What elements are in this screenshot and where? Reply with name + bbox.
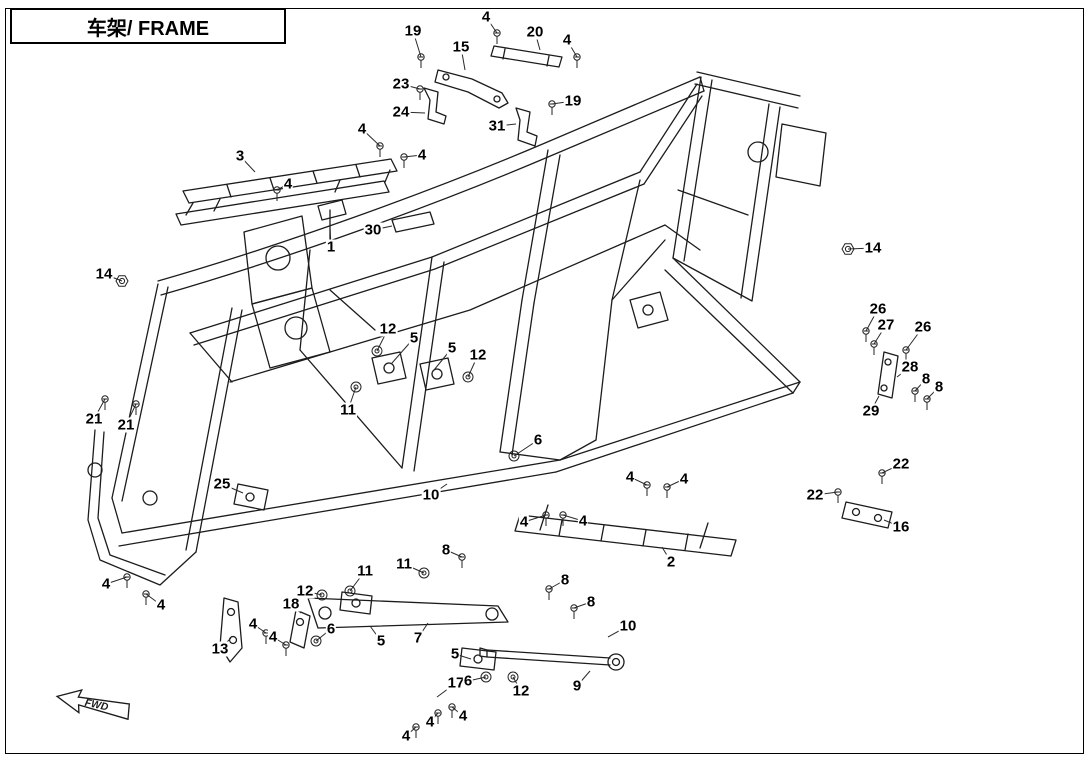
part-callout-12: 12: [511, 682, 531, 700]
part-callout-5: 5: [375, 632, 387, 650]
part-callout-30: 30: [363, 221, 383, 239]
fwd-arrow-shape: [55, 688, 131, 721]
part-callout-14: 14: [863, 239, 883, 257]
part-callout-4: 4: [577, 512, 589, 530]
part-callout-18: 18: [281, 595, 301, 613]
part-callout-4: 4: [356, 120, 368, 138]
part-callout-4: 4: [400, 727, 412, 745]
long-bolt: [479, 647, 625, 671]
part-callout-27: 27: [876, 316, 896, 334]
part-callout-5: 5: [408, 329, 420, 347]
front-subframe: [87, 429, 197, 586]
part-callout-3: 3: [234, 147, 246, 165]
part-callout-4: 4: [100, 575, 112, 593]
part-callout-12: 12: [378, 320, 398, 338]
part-callout-24: 24: [391, 103, 411, 121]
part-callout-17: 17: [446, 674, 466, 692]
part-callout-6: 6: [462, 672, 474, 690]
part-callout-7: 7: [412, 629, 424, 647]
part-callout-4: 4: [155, 596, 167, 614]
part-callout-4: 4: [282, 175, 294, 193]
part-callout-4: 4: [247, 615, 259, 633]
part-callout-1: 1: [325, 238, 337, 256]
part-callout-5: 5: [449, 645, 461, 663]
part-callout-6: 6: [325, 620, 337, 638]
part-callout-14: 14: [94, 265, 114, 283]
part-callout-4: 4: [416, 146, 428, 164]
part-callout-19: 19: [563, 92, 583, 110]
part-callout-11: 11: [356, 562, 374, 580]
part-callout-4: 4: [457, 707, 469, 725]
part-callout-12: 12: [468, 346, 488, 364]
part-callout-8: 8: [933, 378, 945, 396]
part-callout-22: 22: [891, 455, 911, 473]
part-callout-21: 21: [84, 410, 104, 428]
diagram-title: 车架/ FRAME: [86, 17, 210, 40]
part-callout-4: 4: [678, 470, 690, 488]
part-callout-28: 28: [900, 358, 920, 376]
rear-tower: [639, 71, 801, 302]
part-callout-9: 9: [571, 677, 583, 695]
part-callout-8: 8: [585, 593, 597, 611]
part-callout-4: 4: [424, 713, 436, 731]
part-callout-4: 4: [561, 31, 573, 49]
part-callout-31: 31: [487, 117, 507, 135]
part-callout-6: 6: [532, 431, 544, 449]
part-callout-19: 19: [403, 22, 423, 40]
part-callout-12: 12: [295, 582, 315, 600]
part-callout-26: 26: [913, 318, 933, 336]
part-callout-16: 16: [891, 518, 911, 536]
part-callout-8: 8: [559, 571, 571, 589]
part-callout-23: 23: [391, 75, 411, 93]
part-callout-8: 8: [920, 370, 932, 388]
part-callout-22: 22: [805, 486, 825, 504]
part-callout-25: 25: [212, 475, 232, 493]
part-callout-11: 11: [339, 401, 357, 419]
fwd-label: FWD: [84, 698, 110, 714]
part-callout-13: 13: [210, 640, 230, 658]
part-callout-29: 29: [861, 402, 881, 420]
part-callout-8: 8: [440, 541, 452, 559]
part-callout-5: 5: [446, 339, 458, 357]
part-callout-26: 26: [868, 300, 888, 318]
part-callout-11: 11: [395, 555, 413, 573]
front-rack: [175, 158, 398, 226]
part-callout-4: 4: [267, 628, 279, 646]
part-callout-4: 4: [518, 513, 530, 531]
part-callout-10: 10: [421, 486, 441, 504]
frame-body: [87, 45, 899, 671]
part-callout-4: 4: [624, 468, 636, 486]
diagram-title-box: 车架/ FRAME: [10, 8, 286, 44]
part-callout-20: 20: [525, 23, 545, 41]
fwd-arrow: FWD: [55, 688, 131, 721]
part-callout-4: 4: [480, 8, 492, 26]
part-callout-21: 21: [116, 416, 136, 434]
part-callout-2: 2: [665, 553, 677, 571]
part-callout-10: 10: [618, 617, 638, 635]
part-callout-15: 15: [451, 38, 471, 56]
